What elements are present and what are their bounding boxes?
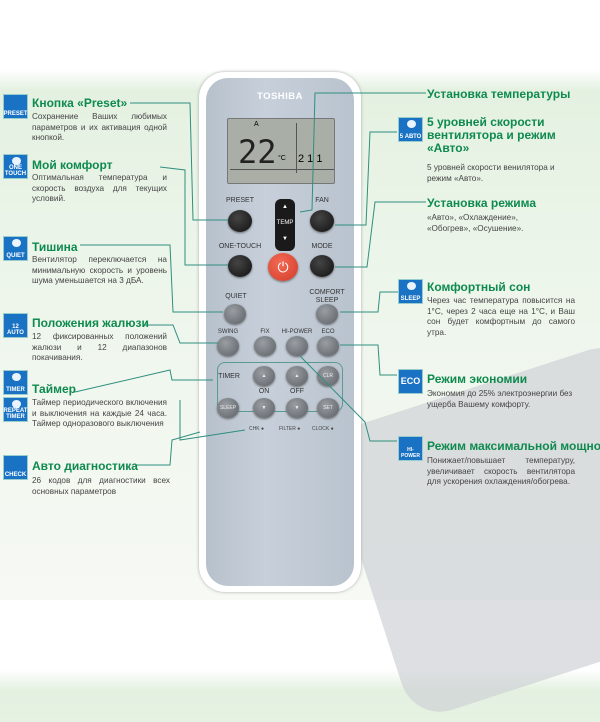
feature-title-louver: Положения жалюзи xyxy=(32,316,149,330)
timer-on-up-button[interactable]: ▲ xyxy=(253,366,275,386)
set-button[interactable]: SET xyxy=(317,398,339,418)
swing-button[interactable] xyxy=(217,336,239,356)
check-icon: CHECK xyxy=(3,455,28,480)
preset-icon: PRESET xyxy=(3,94,28,119)
lcd-temperature: 22 xyxy=(238,133,277,171)
lcd-unit: °C xyxy=(278,155,286,162)
power-button[interactable]: ⏻ xyxy=(268,253,298,281)
feature-title-timer: Таймер xyxy=(32,382,76,396)
off-label: OFF xyxy=(290,388,304,395)
quiet-button[interactable] xyxy=(224,304,246,324)
quiet-icon: QUIET xyxy=(3,236,28,261)
feature-desc-comfort: Оптимальная температура и скорость возду… xyxy=(32,173,167,203)
lcd-mode: A xyxy=(254,121,259,128)
feature-desc-preset: Сохранение Ваших любимых параметров и их… xyxy=(32,112,167,142)
feature-title-temperature: Установка температуры xyxy=(427,87,571,101)
one-touch-button[interactable] xyxy=(228,255,252,277)
feature-desc-mode: «Авто», «Охлаждение», «Обогрев», «Осушен… xyxy=(427,213,524,233)
feature-desc-timer: Таймер периодического включения и выключ… xyxy=(32,398,167,428)
quiet-label: QUIET xyxy=(225,293,247,300)
preset-label: PRESET xyxy=(225,197,254,204)
feature-desc-eco: Экономия до 25% электроэнергии без ущерб… xyxy=(427,389,573,409)
callout-lines xyxy=(74,92,426,466)
louver-icon: 12 AUTO xyxy=(3,313,28,338)
feature-title-diagnostics: Авто диагностика xyxy=(32,459,138,473)
eco-label: ECO xyxy=(321,329,335,335)
eco-button[interactable] xyxy=(317,336,339,356)
repeat-timer-icon: REPEAT TIMER xyxy=(3,397,28,422)
feature-desc-sleep: Через час температура повысится на 1°С, … xyxy=(427,296,575,337)
feature-desc-quiet: Вентилятор переключается на минимальную … xyxy=(32,255,167,285)
temp-rocker[interactable]: ▲TEMP▼ xyxy=(275,199,295,251)
feature-desc-hi-power: Понижает/повышает температуру, увеличива… xyxy=(427,456,575,486)
fan-button[interactable] xyxy=(310,210,334,232)
feature-title-hi-power: Режим максимальной мощности xyxy=(427,439,600,453)
sleep-icon: SLEEP xyxy=(398,279,423,304)
mode-button[interactable] xyxy=(310,255,334,277)
clr-label: CLR xyxy=(322,373,333,379)
swing-label: SWING xyxy=(217,329,239,335)
hi-power-label: HI-POWER xyxy=(281,329,313,335)
fix-button[interactable] xyxy=(254,336,276,356)
clr-button[interactable]: CLR xyxy=(317,366,339,386)
on-label: ON xyxy=(258,388,270,395)
brand-logo: TOSHIBA xyxy=(256,91,304,102)
lcd-display: A 22 °C 2 1 1 xyxy=(227,118,335,184)
feature-desc-diagnostics: 26 кодов для диагностики всех основных п… xyxy=(32,476,170,496)
feature-title-fan-speed: 5 уровней скорости вентилятора и режим «… xyxy=(427,115,556,155)
feature-title-comfort: Мой комфорт xyxy=(32,158,113,172)
filter-indicator: FILTER ● xyxy=(279,426,301,432)
timer-icon: TIMER xyxy=(3,370,28,395)
timer-on-down-button[interactable]: ▼ xyxy=(253,398,275,418)
chk-indicator: CHK ● xyxy=(249,426,264,432)
hi-power-icon: HI-POWER xyxy=(398,436,423,461)
fix-label: FIX xyxy=(260,329,270,335)
hi-power-button[interactable] xyxy=(286,336,308,356)
lcd-fan-speed: 2 1 1 xyxy=(298,153,323,165)
feature-title-eco: Режим экономии xyxy=(427,372,528,386)
fan-speed-icon: 5 АВТО xyxy=(398,117,423,142)
timer-label: TIMER xyxy=(218,373,240,380)
fan-label: FAN xyxy=(315,197,329,204)
eco-icon: ECO xyxy=(398,369,423,394)
one-touch-label: ONE-TOUCH xyxy=(218,243,262,250)
preset-button[interactable] xyxy=(228,210,252,232)
sleep-button[interactable]: SLEEP xyxy=(217,398,239,418)
feature-title-mode: Установка режима xyxy=(427,196,537,210)
feature-title-preset: Кнопка «Preset» xyxy=(32,96,128,110)
feature-title-sleep: Комфортный сон xyxy=(427,280,531,294)
mode-label: MODE xyxy=(311,243,333,250)
timer-off-down-button[interactable]: ▼ xyxy=(286,398,308,418)
one-touch-icon: ONE TOUCH xyxy=(3,154,28,179)
sleep-label: SLEEP xyxy=(219,405,237,411)
timer-off-up-button[interactable]: ▲ xyxy=(286,366,308,386)
clock-indicator: CLOCK ● xyxy=(312,426,334,432)
feature-desc-louver: 12 фиксированных положений жалюзи и 12 д… xyxy=(32,332,167,362)
remote-control: TOSHIBA A 22 °C 2 1 1 PRESET ▲TEMP▼ FAN … xyxy=(199,72,361,592)
comfort-sleep-button[interactable] xyxy=(316,304,338,324)
comfort-sleep-label: COMFORT SLEEP xyxy=(309,289,345,304)
temp-label: TEMP xyxy=(276,220,294,226)
feature-title-quiet: Тишина xyxy=(32,240,78,254)
set-label: SET xyxy=(323,405,333,411)
feature-desc-fan-speed: 5 уровней скорости венилятора и режим «А… xyxy=(427,163,555,183)
